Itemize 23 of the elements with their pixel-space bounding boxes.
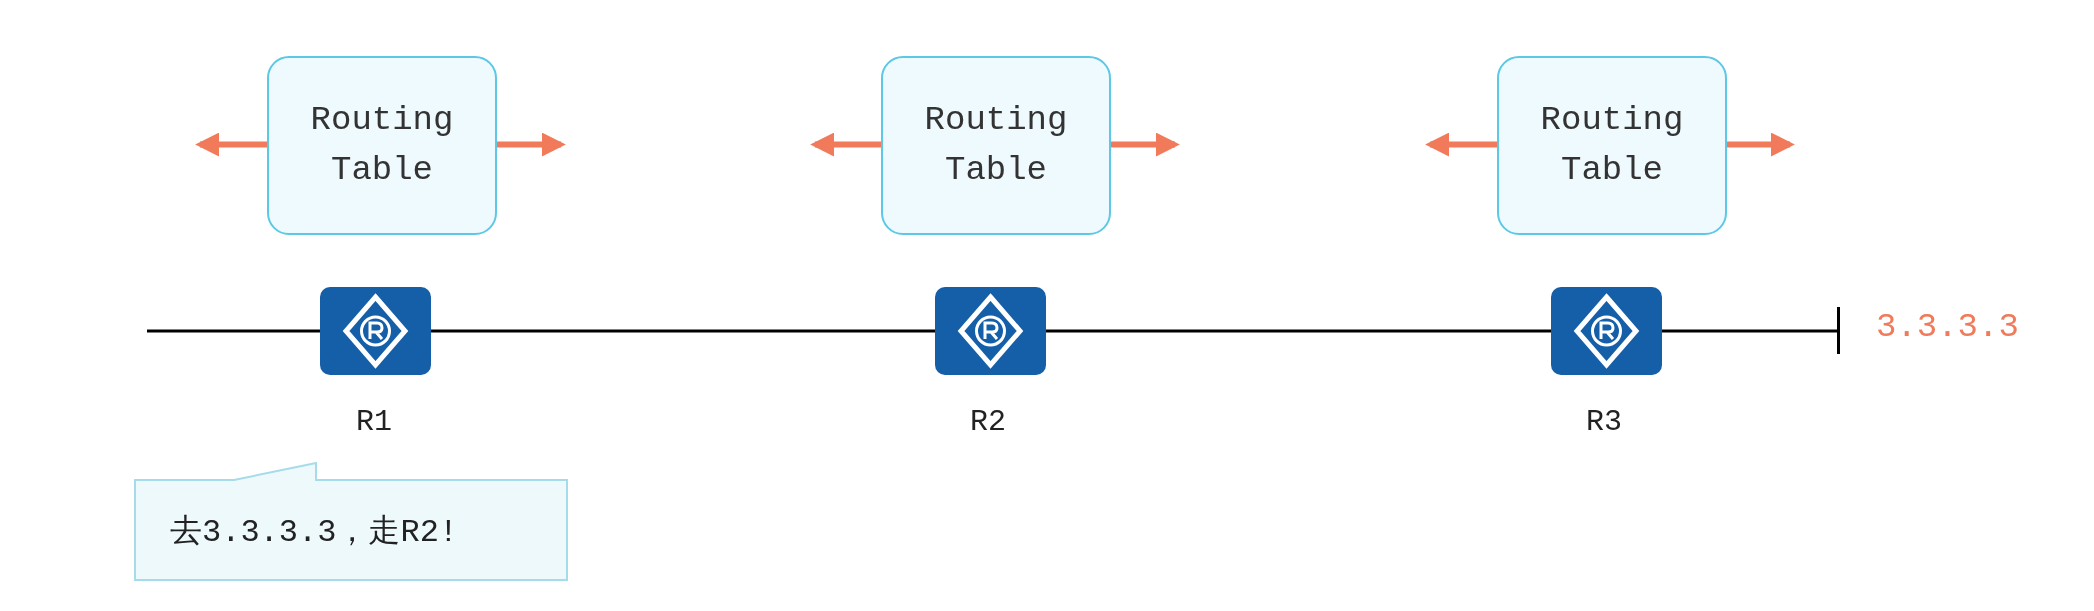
arrow — [1727, 132, 1795, 157]
speech-callout — [134, 462, 568, 581]
network-link — [147, 329, 320, 333]
network-link — [1046, 329, 1551, 333]
router-icon — [1551, 287, 1662, 375]
network-link — [431, 329, 935, 333]
router-label: R1 — [356, 405, 392, 439]
destination-address: 3.3.3.3 — [1876, 308, 2019, 346]
routing-table-box: Routing Table — [267, 56, 497, 235]
routing-table-box: Routing Table — [1497, 56, 1727, 235]
arrow — [1111, 132, 1180, 157]
router-icon — [320, 287, 431, 375]
arrow — [497, 132, 566, 157]
network-link — [1662, 329, 1837, 333]
line-end-bar — [1837, 307, 1840, 354]
routing-table-box: Routing Table — [881, 56, 1111, 235]
arrow — [810, 132, 881, 157]
arrow — [1425, 132, 1497, 157]
callout-text: 去3.3.3.3，走R2! — [170, 513, 459, 553]
arrow — [195, 132, 267, 157]
router-label: R3 — [1586, 405, 1622, 439]
router-label: R2 — [970, 405, 1006, 439]
router-icon — [935, 287, 1046, 375]
